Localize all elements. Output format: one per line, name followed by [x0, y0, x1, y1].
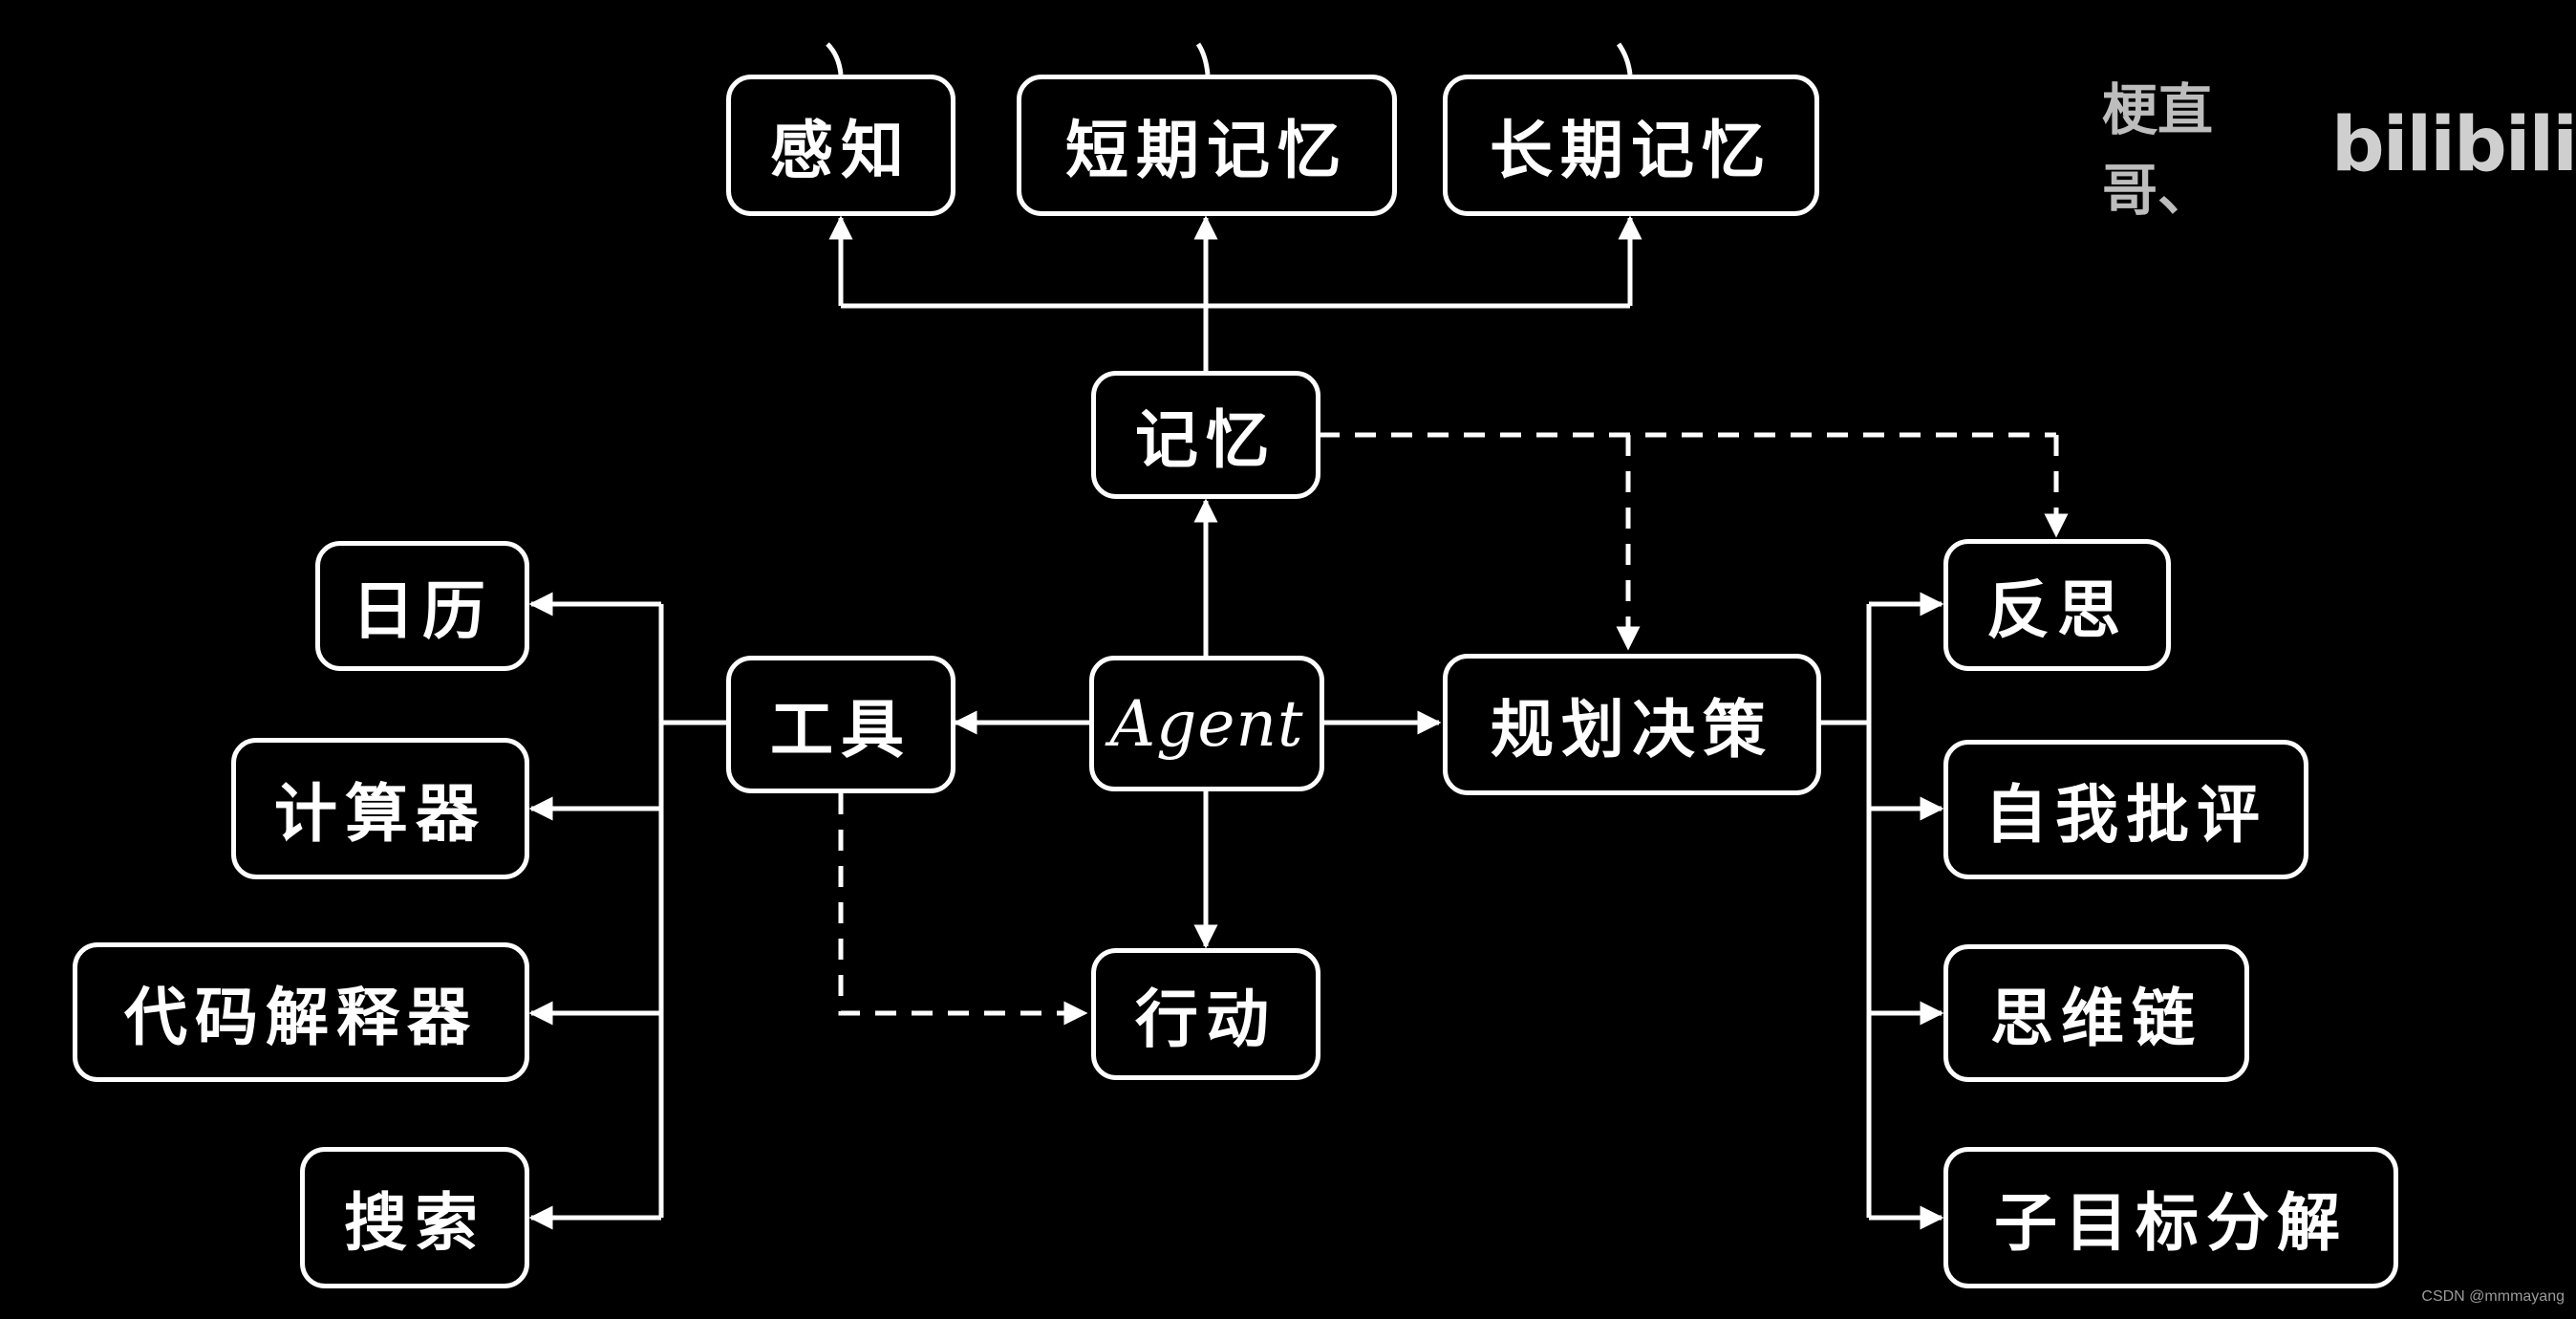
bilibili-logo: bilibili	[2330, 102, 2576, 188]
node-label: 感知	[770, 114, 912, 187]
node-label: 计算器	[274, 777, 486, 851]
node-memory: 记忆	[1091, 371, 1320, 499]
node-perception: 感知	[726, 75, 955, 216]
node-agent: Agent	[1089, 656, 1324, 791]
node-label: 思维链	[1990, 982, 2202, 1055]
node-calculator: 计算器	[231, 738, 529, 879]
node-label: 规划决策	[1491, 693, 1773, 767]
node-action: 行动	[1091, 948, 1320, 1080]
node-label: 记忆	[1135, 403, 1277, 477]
node-search: 搜索	[300, 1147, 529, 1288]
node-label: 长期记忆	[1490, 114, 1772, 187]
node-calendar: 日历	[315, 541, 529, 671]
node-long-term-memory: 长期记忆	[1443, 75, 1819, 216]
node-label: 代码解释器	[124, 981, 478, 1054]
watermark: 梗直哥、 bilibili	[2102, 65, 2576, 226]
node-label: 短期记忆	[1065, 114, 1348, 187]
node-reflection: 反思	[1943, 539, 2171, 671]
node-label: 工具	[770, 693, 912, 767]
node-label: 自我批评	[1985, 778, 2267, 852]
node-subgoal-decomposition: 子目标分解	[1943, 1147, 2398, 1288]
node-self-critique: 自我批评	[1943, 740, 2308, 879]
node-tools: 工具	[726, 656, 955, 793]
watermark-author: 梗直哥、	[2102, 77, 2214, 223]
node-code-interpreter: 代码解释器	[73, 942, 529, 1082]
node-label: 反思	[1986, 573, 2128, 647]
node-planning: 规划决策	[1443, 654, 1821, 795]
node-label: 搜索	[344, 1186, 485, 1260]
node-short-term-memory: 短期记忆	[1017, 75, 1397, 216]
credit-text: CSDN @mmmayang	[2421, 1288, 2565, 1305]
node-label: 子目标分解	[1994, 1186, 2348, 1260]
node-label: 日历	[352, 574, 493, 648]
node-chain-of-thought: 思维链	[1943, 944, 2249, 1082]
node-label: Agent	[1109, 686, 1304, 761]
node-label: 行动	[1135, 983, 1277, 1056]
edge-tools-action-dashed	[838, 793, 1088, 1026]
